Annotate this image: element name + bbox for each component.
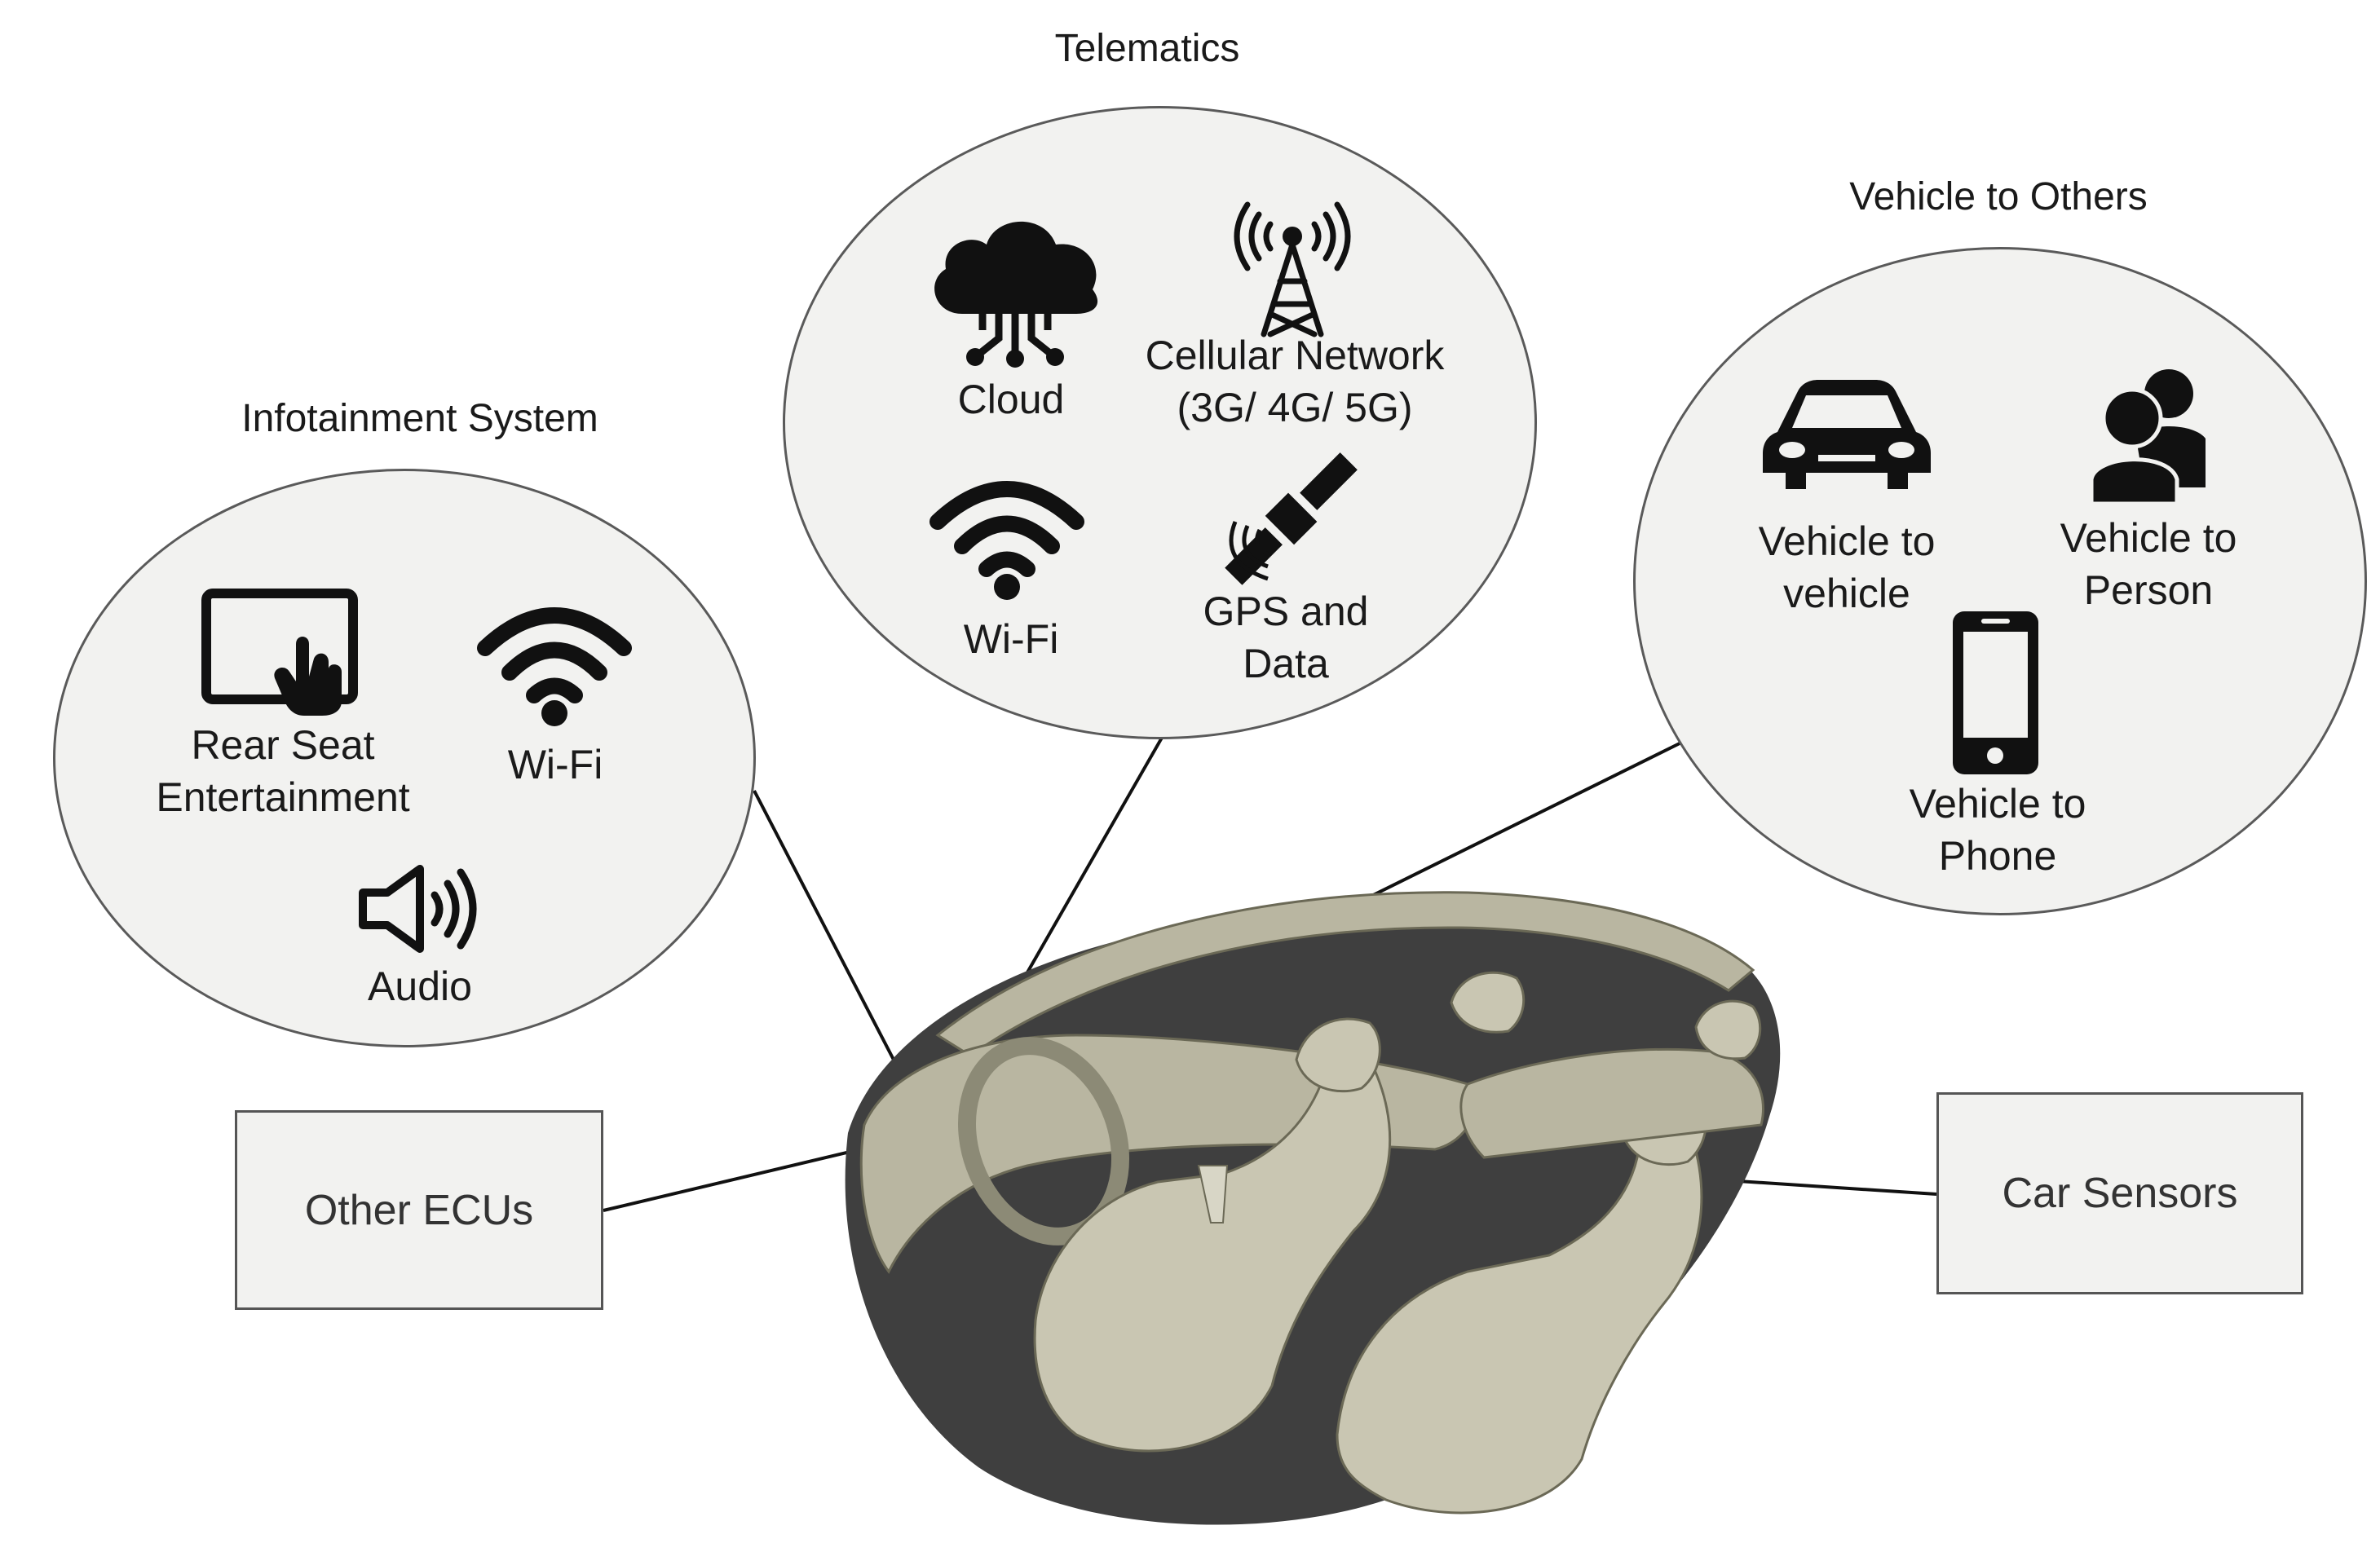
audio-label: Audio xyxy=(368,963,472,1009)
v2phone-label-line1: Vehicle to xyxy=(1909,781,2086,827)
other-ecus-label: Other ECUs xyxy=(304,1186,534,1234)
speaker-icon xyxy=(359,865,477,953)
people-icon xyxy=(2089,369,2206,504)
gps-label-line2: Data xyxy=(1243,641,1329,686)
v2phone-label-line2: Phone xyxy=(1938,833,2057,879)
v2x-bubble xyxy=(1633,247,2367,915)
v2v-label-line1: Vehicle to xyxy=(1758,518,1936,564)
infotainment-title: Infotainment System xyxy=(241,397,598,440)
smartphone-icon xyxy=(1953,611,2038,774)
cellular-label-line1: Cellular Network xyxy=(1145,333,1445,378)
car-sensors-label: Car Sensors xyxy=(2002,1170,2238,1217)
front-left-headrest xyxy=(1295,1017,1381,1093)
v2p-label-line1: Vehicle to xyxy=(2060,515,2237,561)
cellular-label-line2: (3G/ 4G/ 5G) xyxy=(1177,385,1413,430)
infotainment-bubble xyxy=(53,469,756,1047)
front-left-seat xyxy=(1033,1057,1392,1453)
v2x-title: Vehicle to Others xyxy=(1849,175,2148,218)
rear-seat xyxy=(1459,1047,1764,1159)
car-icon xyxy=(1763,380,1931,489)
car-sensors-box: Car Sensors xyxy=(1936,1092,2303,1294)
v2v-label-line2: vehicle xyxy=(1783,571,1910,616)
telematics-wifi-label: Wi-Fi xyxy=(963,616,1059,662)
touchscreen-icon xyxy=(201,589,358,716)
other-ecus-box: Other ECUs xyxy=(235,1110,603,1310)
rear-seat-label-line1: Rear Seat xyxy=(191,722,375,768)
cloud-icon xyxy=(934,221,1098,368)
wifi-icon xyxy=(477,607,632,726)
gps-label-line1: GPS and xyxy=(1203,589,1369,634)
telematics-bubble xyxy=(783,106,1537,739)
rear-seat-label-line2: Entertainment xyxy=(156,774,410,820)
car-roof-arch xyxy=(935,891,1755,1057)
gear-shifter xyxy=(1197,1165,1229,1224)
cell-tower-icon xyxy=(1234,201,1351,337)
v2p-label-line2: Person xyxy=(2083,567,2214,613)
front-right-seat xyxy=(1336,1122,1703,1515)
rear-headrests xyxy=(1450,971,1762,1060)
infotainment-wifi-label: Wi-Fi xyxy=(507,742,603,787)
telematics-wifi-icon xyxy=(929,481,1084,600)
telematics-title: Telematics xyxy=(1054,27,1240,70)
satellite-icon xyxy=(1225,452,1358,585)
cloud-label: Cloud xyxy=(957,377,1065,422)
